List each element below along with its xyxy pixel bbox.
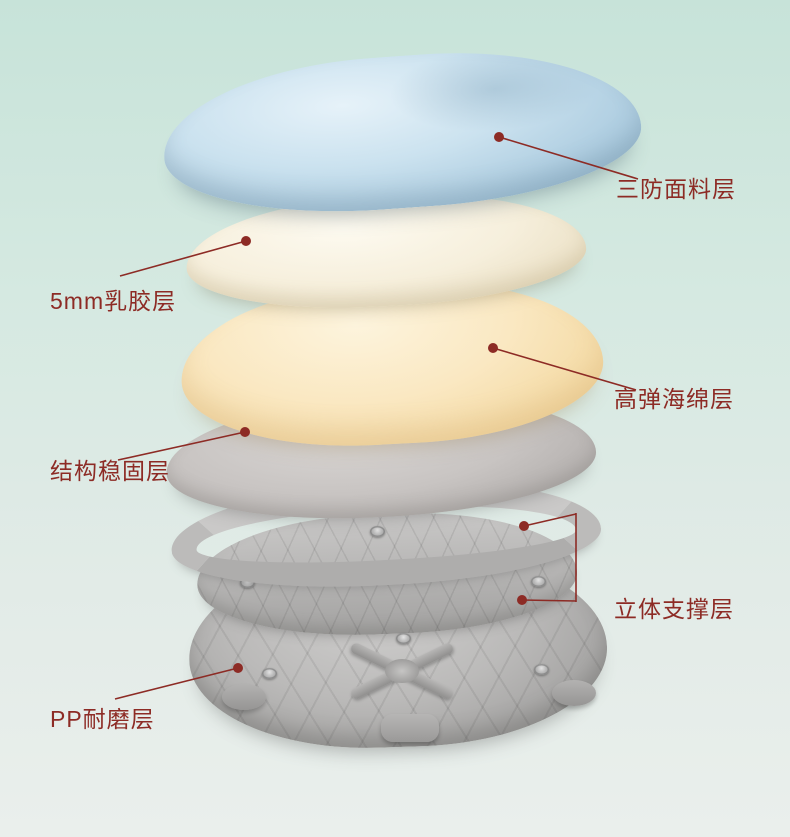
screw-boss xyxy=(240,577,255,588)
screw-boss xyxy=(396,633,411,644)
label-pp-layer: PP耐磨层 xyxy=(50,706,155,732)
base-front-foot xyxy=(381,714,439,742)
base-corner-foot xyxy=(552,680,596,706)
screw-boss xyxy=(531,576,546,587)
label-sponge-layer: 高弹海绵层 xyxy=(614,386,734,412)
screw-boss xyxy=(534,664,549,675)
label-structure-layer: 结构稳固层 xyxy=(50,458,170,484)
base-corner-foot xyxy=(222,684,266,710)
label-support-layer: 立体支撑层 xyxy=(614,596,734,622)
label-fabric-layer: 三防面料层 xyxy=(616,176,736,202)
base-hub-center xyxy=(385,659,419,683)
fabric-layer-visual xyxy=(158,39,646,225)
screw-boss xyxy=(370,526,385,537)
label-latex-layer: 5mm乳胶层 xyxy=(50,288,177,314)
screw-boss xyxy=(262,668,277,679)
base-cross-rib xyxy=(349,636,455,706)
